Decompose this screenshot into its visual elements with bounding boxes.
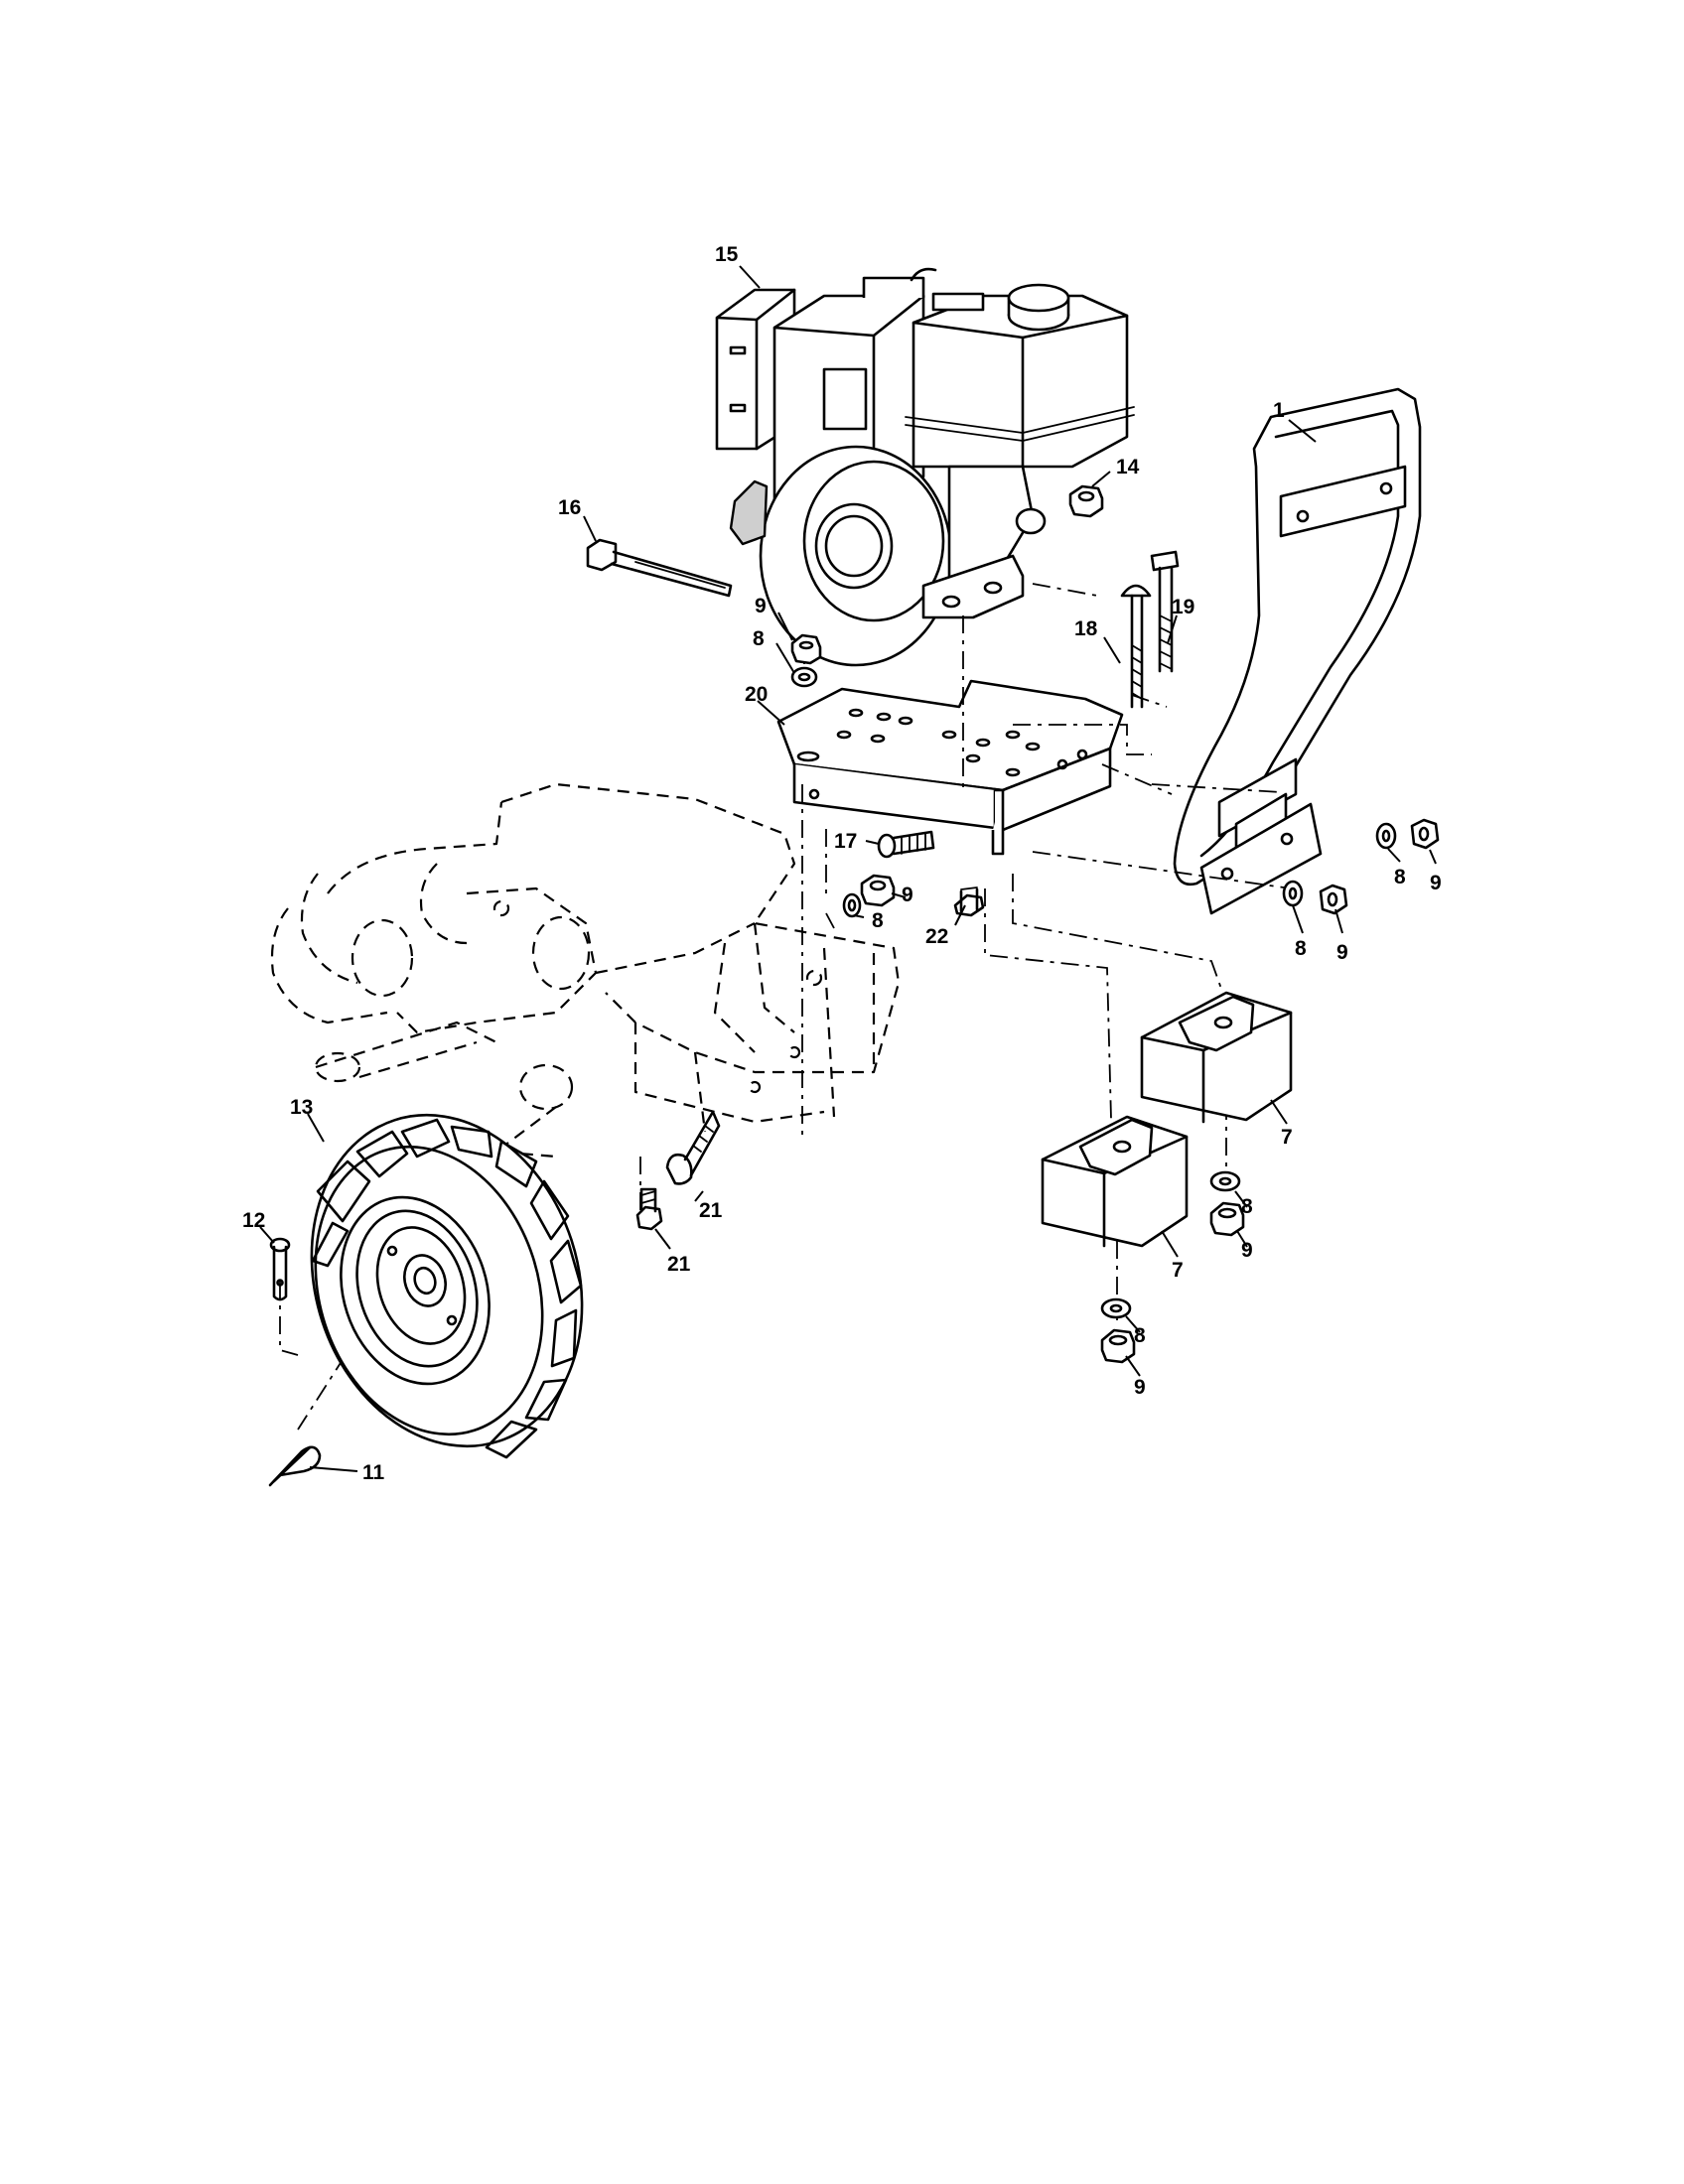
weight-part-7-lower [1041, 1115, 1189, 1248]
nut-part-14 [1068, 484, 1104, 518]
callout-7-upper: 7 [1281, 1126, 1293, 1149]
wheel-part-13 [310, 1113, 584, 1459]
engine-part-15 [715, 267, 1135, 667]
bolt-part-21-vertical [635, 1187, 663, 1231]
callout-9-handle-lower: 9 [1336, 941, 1348, 964]
washer-part-8-weight-lower [1100, 1297, 1132, 1319]
callout-21-vertical: 21 [667, 1253, 691, 1276]
washer-part-8-handle-upper [1375, 822, 1397, 850]
callout-19: 19 [1172, 596, 1194, 618]
handle-part-1 [1173, 387, 1422, 915]
callout-8-weight-lower: 8 [1134, 1324, 1146, 1347]
washer-part-8-handle-lower [1282, 880, 1304, 907]
cable-tie-part-16 [586, 538, 733, 598]
callout-21-angled: 21 [699, 1199, 723, 1222]
bolt-part-22 [953, 887, 985, 917]
callout-20: 20 [745, 683, 768, 706]
nut-part-9-upper [790, 633, 822, 665]
callout-14: 14 [1116, 456, 1140, 478]
callout-18: 18 [1074, 617, 1098, 640]
callout-9-weight-upper: 9 [1241, 1239, 1253, 1262]
callout-22: 22 [925, 925, 948, 948]
callout-17: 17 [834, 830, 857, 853]
callout-8-mid: 8 [872, 909, 884, 932]
callout-8-handle-lower: 8 [1295, 937, 1307, 960]
callout-9-weight-lower: 9 [1134, 1376, 1146, 1399]
callout-13: 13 [290, 1096, 313, 1119]
clevis-pin-part-12 [269, 1237, 291, 1301]
mount-plate-part-20 [776, 679, 1124, 856]
washer-part-8-upper [790, 666, 818, 688]
washer-part-8-mid [842, 892, 862, 918]
callout-12: 12 [242, 1209, 265, 1232]
callout-1: 1 [1273, 399, 1285, 422]
bolt-part-18 [1120, 584, 1152, 709]
callout-8-handle-upper: 8 [1394, 866, 1406, 888]
nut-part-9-weight-lower [1100, 1328, 1136, 1364]
callout-leaders [259, 265, 1437, 1472]
bolt-part-21-angled [665, 1110, 721, 1185]
nut-part-9-handle-upper [1410, 818, 1440, 850]
hairpin-clip-part-11 [268, 1445, 322, 1487]
callout-15: 15 [715, 243, 739, 266]
nut-part-9-handle-lower [1319, 884, 1348, 915]
tiller-frame-ghost [270, 782, 901, 1159]
callout-8-weight-upper: 8 [1241, 1195, 1253, 1218]
nut-part-9-weight-upper [1209, 1201, 1245, 1237]
callout-9-upper: 9 [755, 595, 767, 617]
callout-11: 11 [362, 1461, 385, 1484]
callout-16: 16 [558, 496, 581, 519]
assembly-centerlines [279, 583, 1292, 1431]
weight-part-7-upper [1140, 991, 1293, 1124]
callout-9-mid: 9 [902, 884, 913, 906]
bolt-part-19 [1150, 550, 1180, 673]
callout-8-upper: 8 [753, 627, 765, 650]
callout-7-lower: 7 [1172, 1259, 1184, 1282]
nut-part-9-mid [860, 874, 896, 907]
callout-labels: 15 1 14 16 9 8 18 19 20 17 9 8 22 8 9 8 … [242, 243, 1442, 1484]
washer-part-8-weight-upper [1209, 1170, 1241, 1192]
callout-9-handle-upper: 9 [1430, 872, 1442, 894]
bolt-part-17 [877, 830, 935, 859]
